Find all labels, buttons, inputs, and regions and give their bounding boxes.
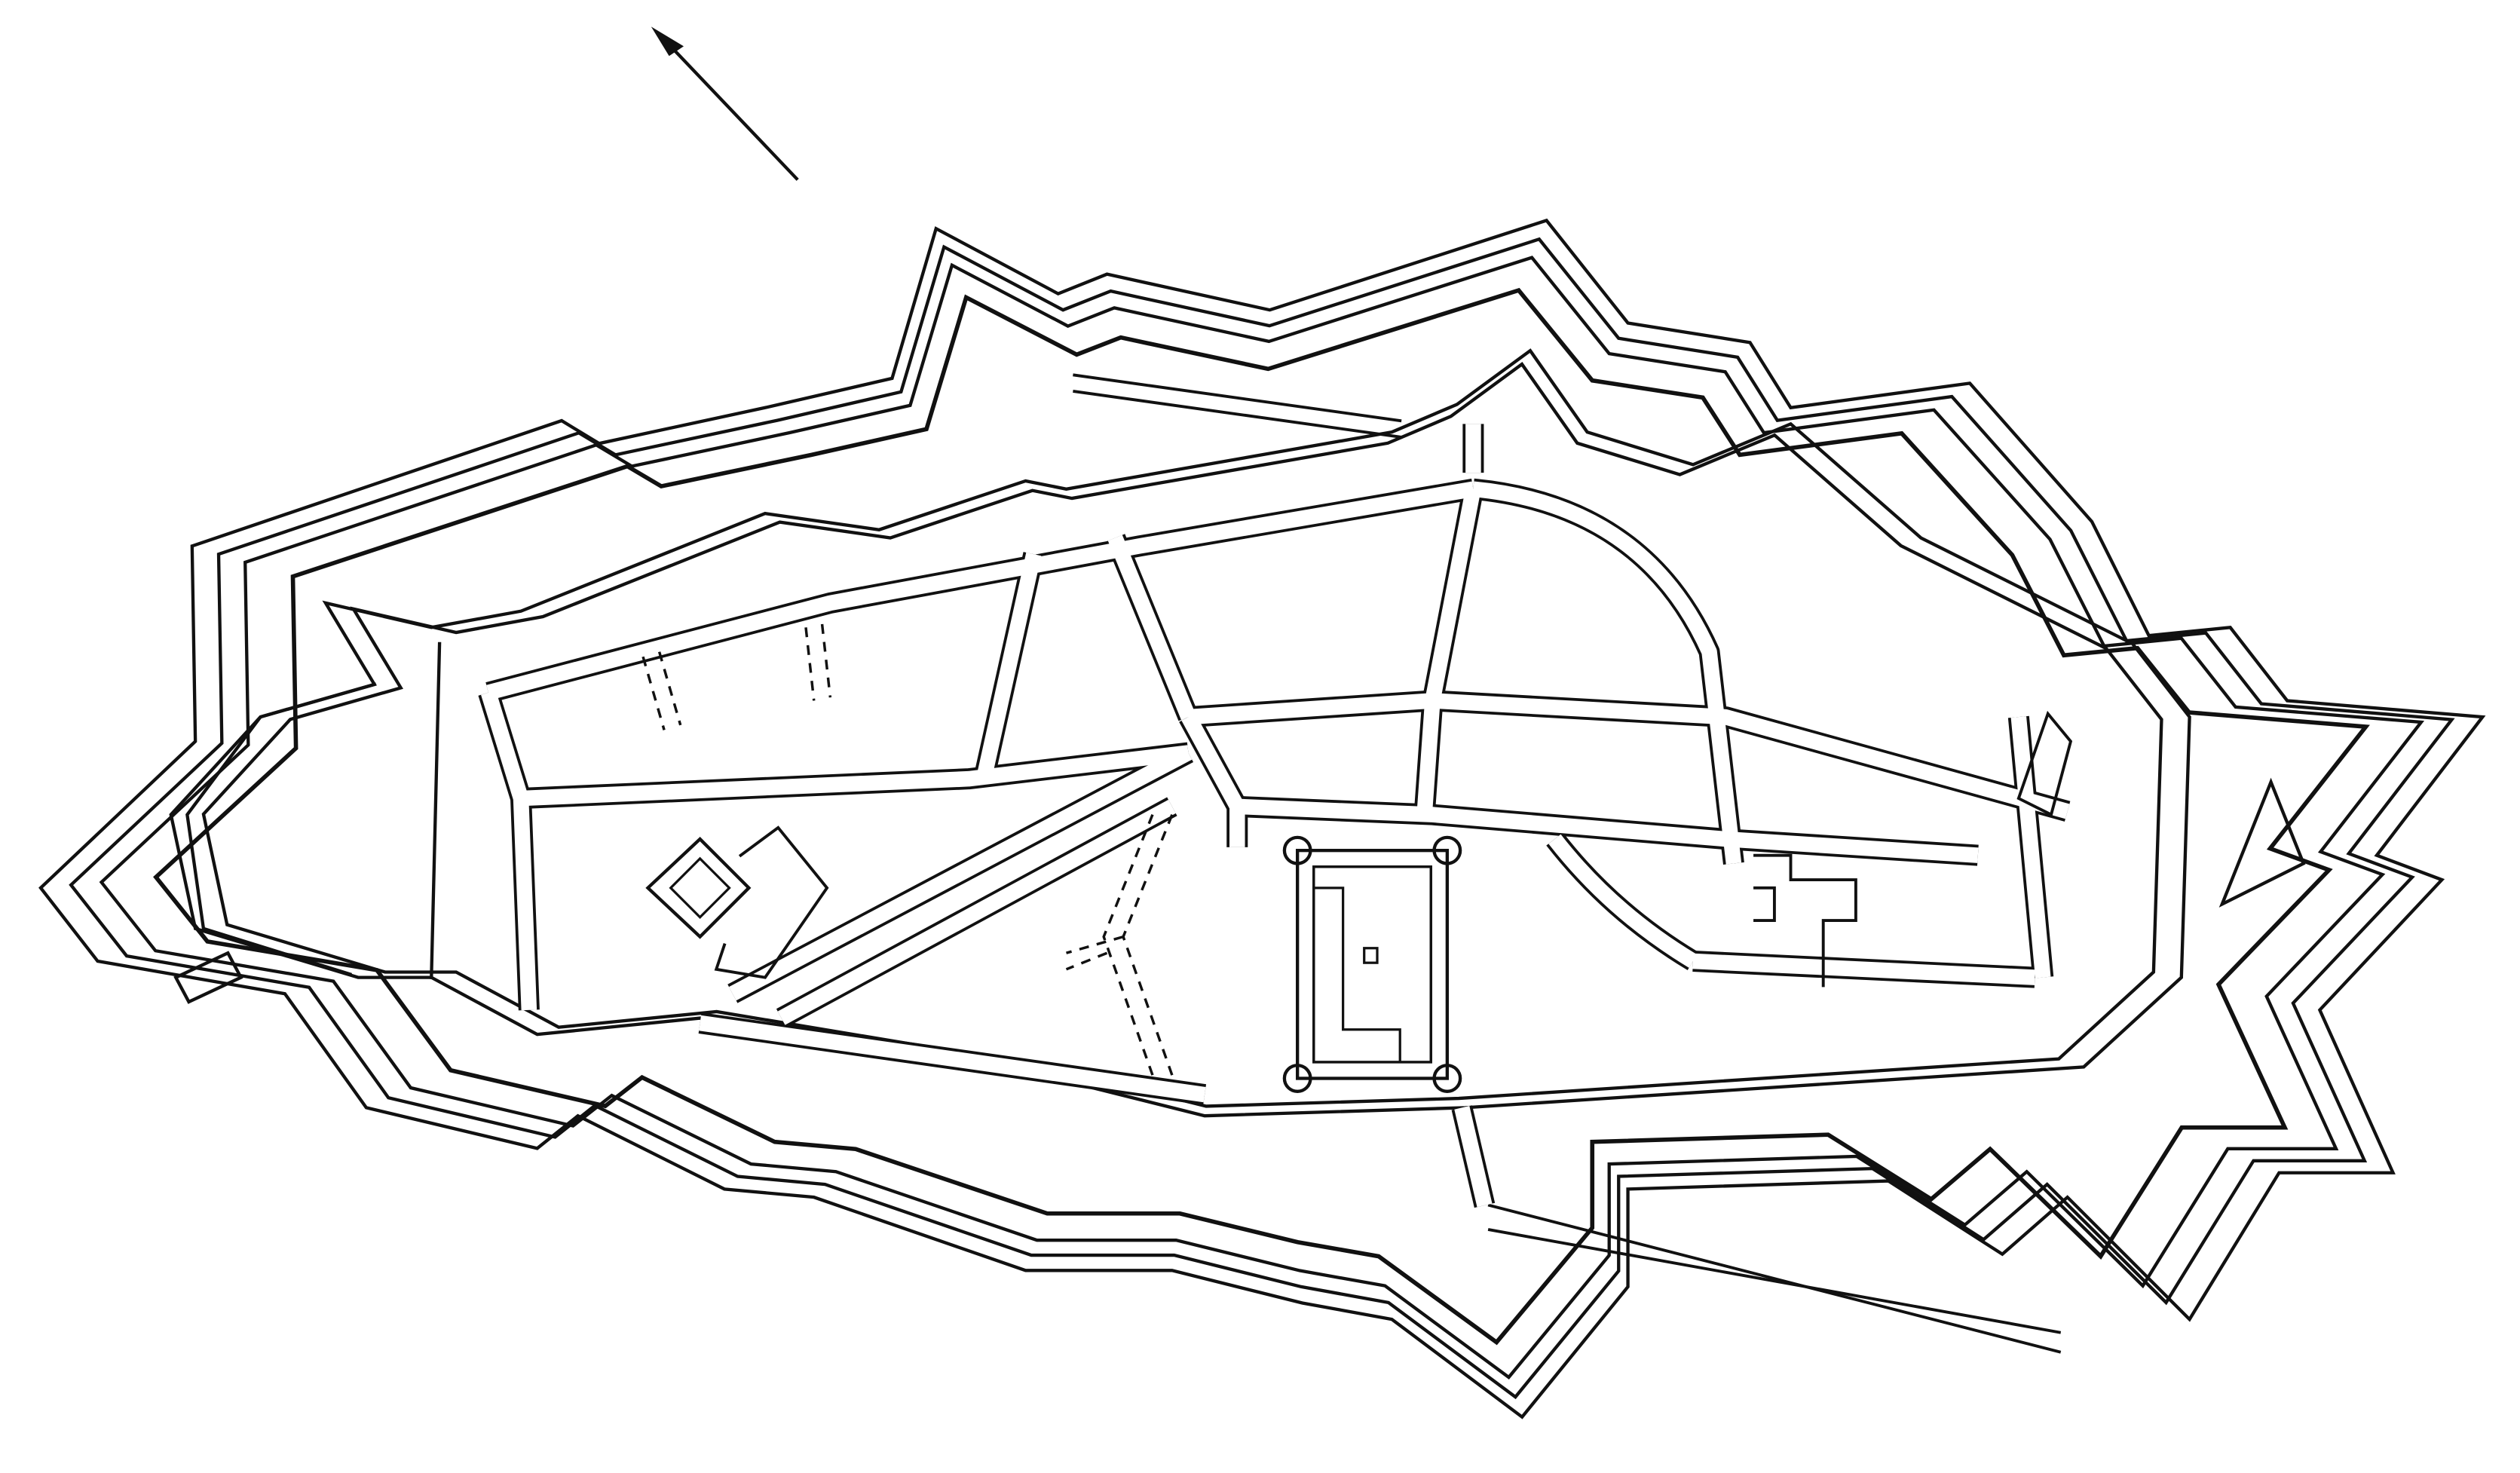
street-fill — [777, 799, 1176, 1025]
street-fill — [977, 552, 1042, 776]
west-enclosure-wall — [185, 682, 377, 976]
street-fill — [481, 690, 537, 1011]
street-fill — [1236, 798, 1979, 863]
street-fill — [1181, 713, 1245, 847]
town-rampart — [169, 348, 2191, 1118]
fortification-line — [38, 218, 2486, 1419]
inner-wall — [430, 642, 442, 979]
street-fill — [699, 1015, 1206, 1103]
dashed-street — [1122, 814, 1174, 1076]
diamond-building-inner — [669, 856, 731, 920]
street-fill — [520, 745, 1190, 807]
street-fill — [1692, 953, 2035, 985]
dashed-street — [820, 623, 832, 698]
north-arrow-icon — [651, 26, 799, 181]
citadel-well — [1363, 947, 1379, 964]
citadel-bastion — [1432, 835, 1462, 865]
rampart-wall — [201, 362, 2163, 1108]
dashed-street — [804, 627, 816, 701]
street-fill — [729, 746, 1193, 1001]
street — [1472, 478, 1744, 865]
citadel-bastion — [1282, 1064, 1312, 1093]
north-road — [1073, 389, 1402, 439]
dashed-street — [1066, 935, 1124, 954]
citadel-bastion — [1282, 835, 1312, 865]
fortification-line — [99, 256, 2425, 1380]
dashed-street — [1102, 814, 1154, 1076]
citadel — [1296, 849, 1450, 1080]
street-fill — [1416, 487, 1481, 816]
street-fill — [2010, 716, 2051, 978]
street-fill — [486, 481, 1475, 700]
north-road — [1073, 373, 1402, 423]
dashed-street — [641, 656, 666, 730]
building — [714, 825, 829, 979]
street-fill — [1107, 534, 1196, 720]
ravelin — [2218, 777, 2306, 908]
street-fill — [1187, 693, 2070, 819]
building — [1753, 886, 1776, 922]
citadel-building — [1312, 887, 1401, 1064]
canal-edge — [1487, 1228, 2062, 1334]
dashed-street — [1065, 951, 1108, 971]
bridge-fill — [1454, 1106, 1493, 1208]
fortification-line — [153, 287, 2370, 1346]
fortification-line — [69, 237, 2455, 1400]
small-building — [173, 951, 243, 1004]
planned-streets-dashed — [641, 623, 1174, 1076]
dashed-street — [657, 651, 682, 726]
canal-edge — [1487, 1203, 2062, 1354]
citadel-bastion — [1432, 1064, 1462, 1093]
rampart-wall — [169, 348, 2191, 1118]
street-network — [478, 424, 2071, 1106]
building — [1753, 853, 1857, 988]
street-fill — [1472, 481, 1742, 865]
buildings — [173, 373, 2306, 1354]
street-fill — [1548, 834, 1698, 968]
outer-fortification-lines — [38, 218, 2486, 1419]
triangular-work — [2016, 710, 2073, 817]
citadel-inner — [1312, 865, 1432, 1064]
diamond-building — [645, 837, 752, 939]
